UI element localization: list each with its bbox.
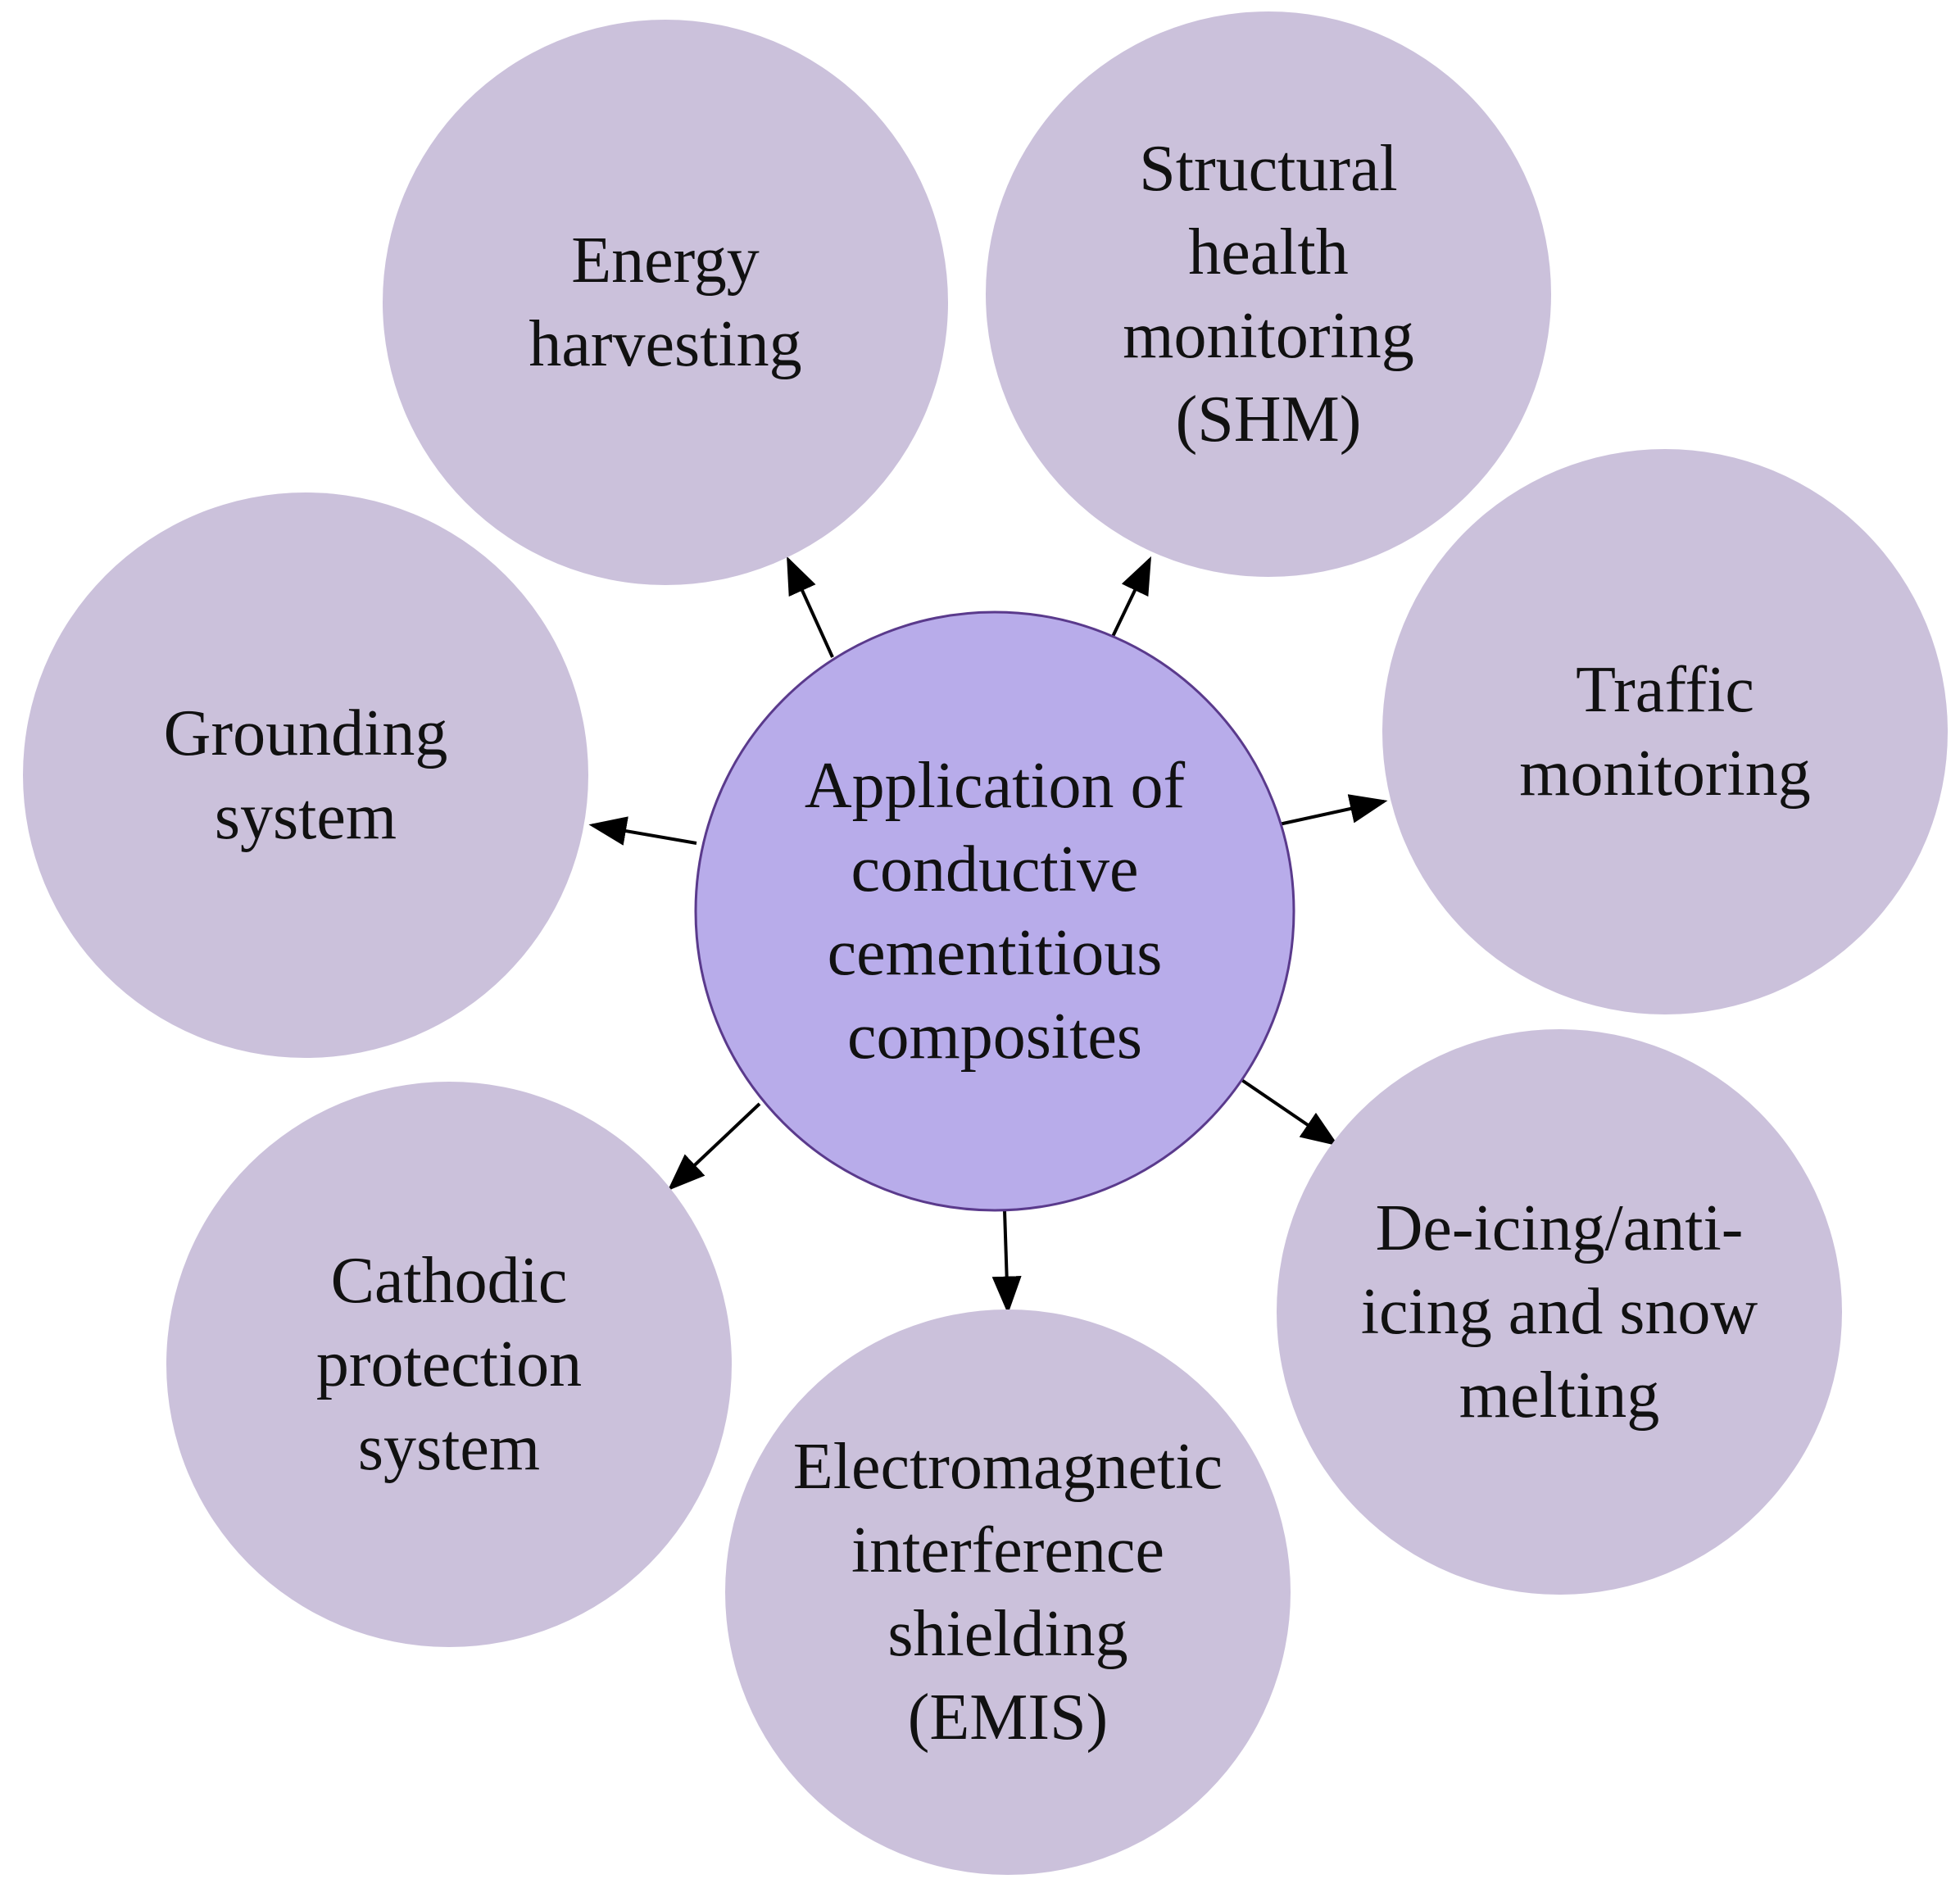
node-label: Cathodic protection system [316, 1245, 582, 1484]
node-label: Structural health monitoring (SHM) [1123, 133, 1414, 456]
node-circle [725, 1309, 1291, 1875]
node-circle [986, 11, 1551, 577]
node-grounding-system: Grounding system [23, 492, 588, 1058]
node-cathodic-protection: Cathodic protection system [166, 1082, 732, 1647]
center-circle [694, 610, 1295, 1212]
node-label-line: shielding [887, 1598, 1127, 1670]
node-label-line: (SHM) [1176, 384, 1362, 456]
center-label-line: cementitious [828, 917, 1163, 989]
center-node-group: Application of conductive cementitious comp… [694, 610, 1295, 1212]
node-label-line: health [1188, 216, 1348, 288]
node-shm: Structural health monitoring (SHM) [986, 11, 1551, 577]
arrows [588, 556, 1388, 1314]
arrow-to-deicing [1239, 1078, 1339, 1146]
application-nodes: Energy harvesting Structural health monitori… [23, 11, 1948, 1875]
center-node: Application of conductive cementitious comp… [694, 610, 1295, 1212]
node-label-line: Grounding [164, 697, 448, 769]
node-label-line: Electromagnetic [793, 1431, 1223, 1503]
node-label-line: monitoring [1519, 738, 1811, 810]
node-circle [23, 492, 588, 1058]
center-label-line: composites [847, 1001, 1142, 1073]
node-energy-harvesting: Energy harvesting [383, 20, 948, 585]
node-label-line: icing and snow [1361, 1276, 1758, 1348]
node-label: Grounding system [164, 697, 448, 853]
node-emis: Electromagnetic interference shielding (EMI… [725, 1309, 1291, 1875]
node-label-line: system [215, 781, 397, 853]
node-circle [383, 20, 948, 585]
node-label-line: harvesting [529, 308, 801, 380]
node-label-line: interference [851, 1514, 1164, 1586]
node-label-line: (EMIS) [908, 1682, 1108, 1754]
center-label: Application of conductive cementitious comp… [805, 750, 1186, 1073]
node-label-line: protection [316, 1328, 582, 1400]
arrow-to-traffic-monitoring [1278, 794, 1388, 826]
node-deicing: De-icing/anti-icing and snow melting [1277, 1029, 1842, 1595]
node-circle [166, 1082, 732, 1647]
node-label: De-icing/anti-icing and snow melting [1361, 1192, 1758, 1432]
node-label-line: Energy [571, 225, 760, 297]
arrow-to-shm [1109, 556, 1151, 642]
node-circle [1382, 449, 1948, 1014]
arrow-to-emis [991, 1210, 1022, 1314]
center-label-line: Application of [805, 750, 1186, 822]
node-label: Energy harvesting [529, 225, 801, 380]
center-label-line: conductive [851, 833, 1139, 905]
node-traffic-monitoring: Traffic monitoring [1382, 449, 1948, 1014]
node-circle [1277, 1029, 1842, 1595]
node-label: Electromagnetic interference shielding (EMI… [793, 1431, 1223, 1754]
node-label-line: monitoring [1123, 300, 1414, 372]
node-label-line: system [358, 1412, 540, 1484]
node-label-line: Traffic [1576, 654, 1754, 726]
node-label-line: Structural [1139, 133, 1397, 205]
node-label-line: De-icing/anti- [1376, 1192, 1744, 1264]
arrow-to-cathodic-protection [667, 1102, 761, 1191]
node-label-line: melting [1459, 1359, 1659, 1432]
node-label-line: Cathodic [331, 1245, 568, 1317]
arrow-to-energy-harvesting [787, 556, 834, 658]
arrow-to-grounding-system [588, 816, 697, 846]
node-label: Traffic monitoring [1519, 654, 1811, 810]
